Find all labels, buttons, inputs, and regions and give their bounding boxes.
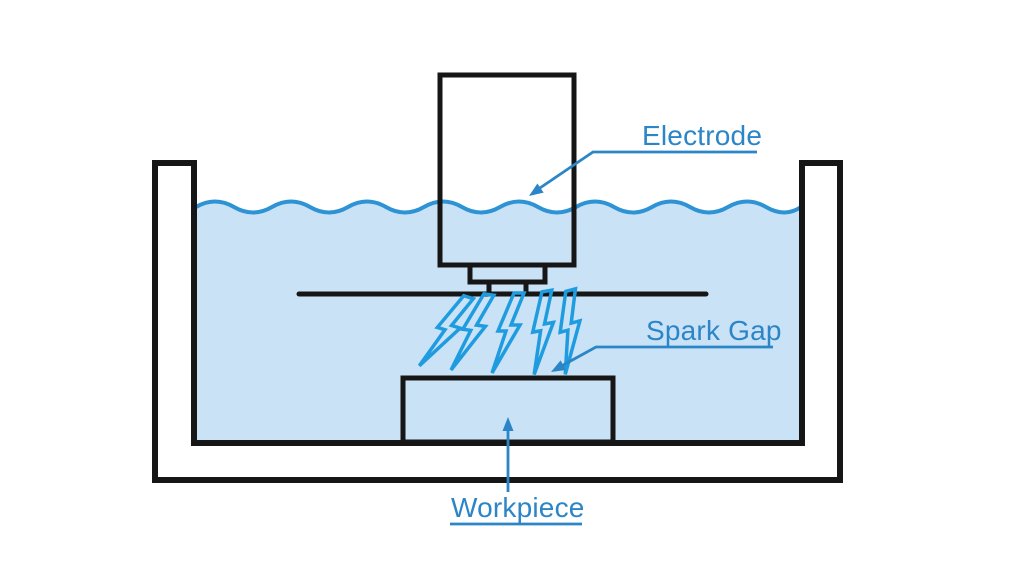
lightning-bolt-icon (558, 286, 583, 375)
lightning-bolt-icon (449, 291, 497, 372)
workpiece-arrowhead-icon (502, 417, 514, 431)
lightning-bolt-icon (530, 288, 557, 376)
spark-gap-label: Spark Gap (646, 315, 782, 346)
lightning-bolt-icon (417, 293, 477, 368)
electrode-label: Electrode (642, 120, 763, 151)
electrode-arrowhead-icon (529, 183, 544, 196)
dielectric-fluid (196, 201, 801, 441)
spark-gap-arrowhead-icon (551, 360, 566, 372)
workpiece-label: Workpiece (451, 492, 585, 523)
lightning-bolt-icon (490, 291, 527, 374)
fluid-surface-wave (194, 199, 803, 215)
electrode-leader-line (533, 150, 757, 194)
spark-discharge (417, 286, 583, 376)
spark-gap-leader-line (555, 345, 773, 371)
tank (152, 160, 843, 483)
